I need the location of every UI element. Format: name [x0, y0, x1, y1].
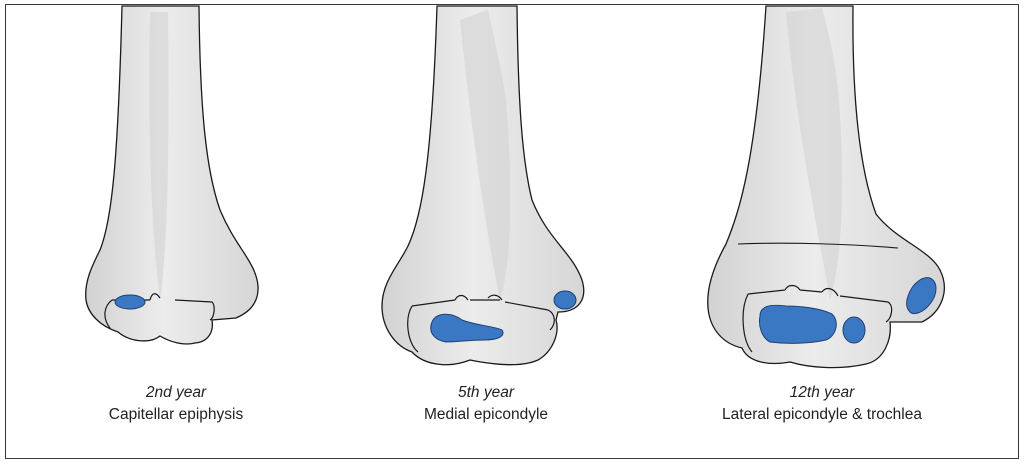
ossification-center-capitellum-stage-1	[115, 295, 145, 309]
caption-site-stage-2: Medial epicondyle	[336, 404, 636, 426]
ossification-center-trochlea-stage-3	[843, 317, 865, 343]
caption-site-stage-3: Lateral epicondyle & trochlea	[672, 404, 972, 426]
caption-site-stage-1: Capitellar epiphysis	[26, 404, 326, 426]
humerus-stage-2nd-year	[86, 6, 258, 344]
caption-age-stage-1: 2nd year	[26, 382, 326, 404]
caption-age-stage-3: 12th year	[672, 382, 972, 404]
humerus-stage-12th-year	[708, 6, 945, 368]
caption-stage-3: 12th year Lateral epicondyle & trochlea	[672, 382, 972, 426]
caption-stage-1: 2nd year Capitellar epiphysis	[26, 382, 326, 426]
ossification-center-medial-epicondyle-stage-2	[554, 291, 576, 309]
humerus-outline-stage-1	[86, 6, 258, 344]
caption-age-stage-2: 5th year	[336, 382, 636, 404]
humerus-stage-5th-year	[382, 6, 584, 365]
ossification-center-capitellum-stage-3	[759, 305, 836, 343]
caption-stage-2: 5th year Medial epicondyle	[336, 382, 636, 426]
